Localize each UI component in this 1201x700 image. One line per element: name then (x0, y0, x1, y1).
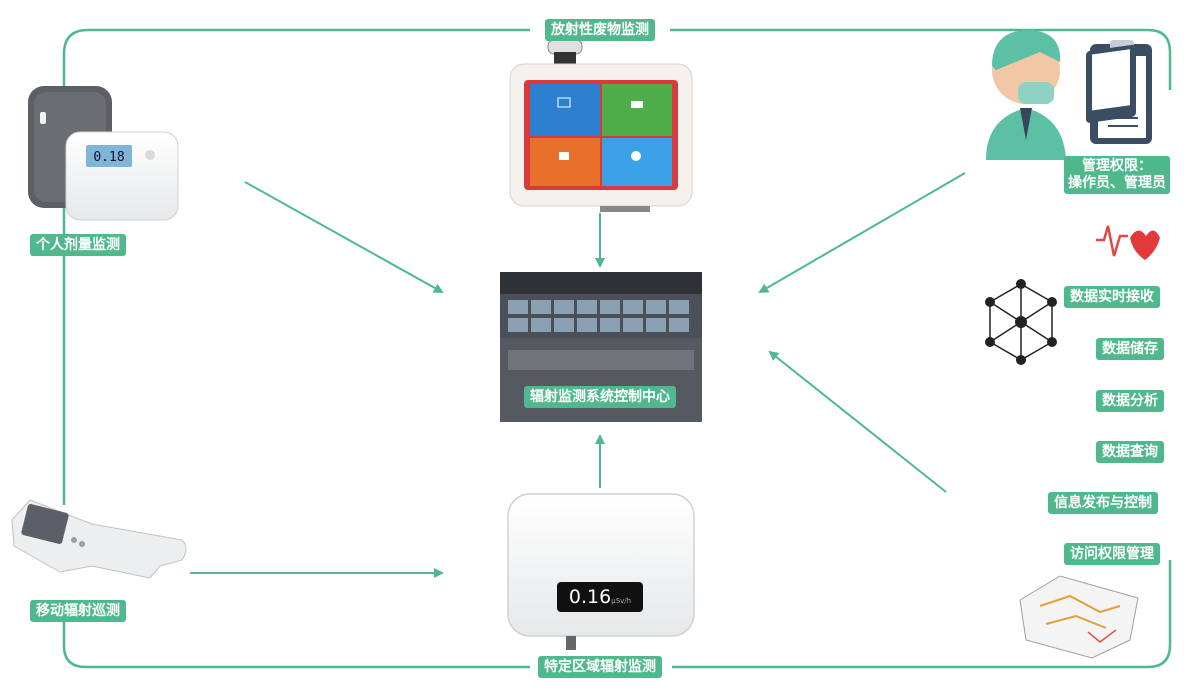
area-monitor-unit: μSv/h (611, 597, 632, 605)
outer-frame-top-right (670, 28, 1172, 90)
mobile-patrol-label: 移动辐射巡测 (30, 600, 126, 622)
personal-dose-label: 个人剂量监测 (30, 234, 126, 256)
doctor-icon (986, 30, 1066, 160)
control-center-label: 辐射监测系统控制中心 (524, 386, 676, 408)
area-monitoring-label: 特定区域辐射监测 (538, 656, 662, 678)
arrow-functions-to-center (768, 350, 947, 493)
personal-dosimeter-image (28, 86, 179, 221)
function-storage: 数据储存 (1096, 338, 1164, 360)
function-realtime-receive: 数据实时接收 (1064, 286, 1160, 308)
waste-monitor-image (509, 39, 693, 212)
function-analysis: 数据分析 (1096, 390, 1164, 412)
outer-frame-bottom (62, 560, 1172, 669)
function-access-management: 访问权限管理 (1064, 543, 1160, 565)
area-monitor-image (507, 493, 695, 650)
outer-frame (62, 28, 150, 240)
arrow-admin-to-center (758, 172, 966, 294)
function-publish-control: 信息发布与控制 (1048, 492, 1158, 514)
function-query: 数据查询 (1096, 441, 1164, 463)
mobile-meter-image (11, 499, 187, 579)
area-monitor-reading: 0.16 (568, 586, 612, 608)
permissions-label: 管理权限： 操作员、管理员 (1064, 156, 1170, 194)
dosimeter-reading: 0.18 (93, 150, 124, 165)
heart-monitor-icon (1086, 44, 1160, 260)
document-map-icon (1019, 575, 1139, 659)
permissions-line1: 管理权限： (1082, 158, 1152, 174)
permissions-line2: 操作员、管理员 (1068, 175, 1166, 191)
waste-monitoring-label: 放射性废物监测 (545, 19, 655, 41)
cube-network-nodes (985, 279, 1057, 365)
arrow-personal-to-center (244, 181, 444, 293)
area-monitor-display: 0.16μSv/h (557, 582, 643, 612)
